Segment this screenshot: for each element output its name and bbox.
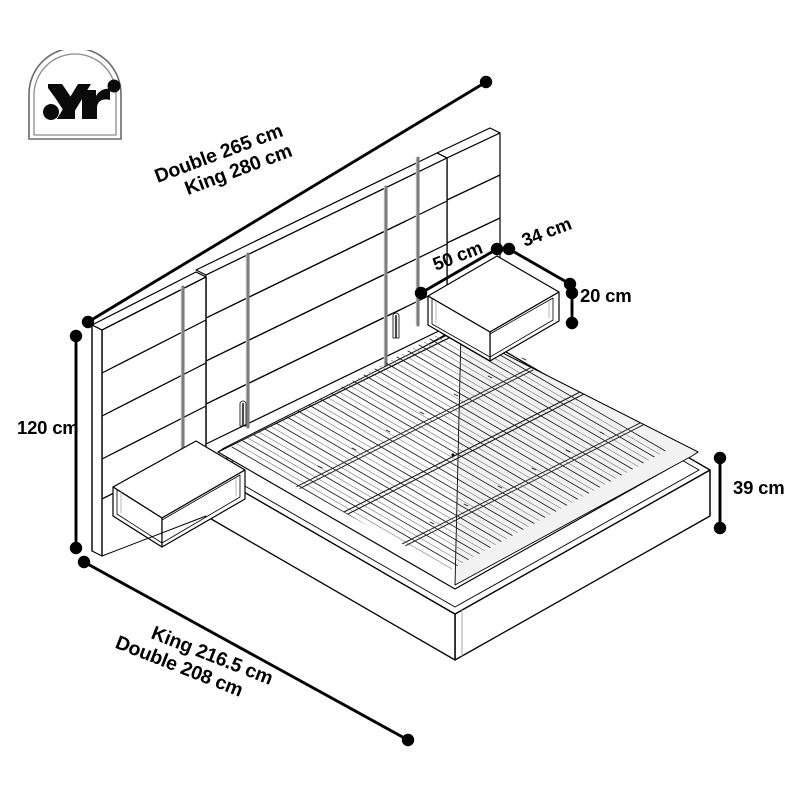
dimline-nightstand-height [565,286,579,330]
label-nightstand-height: 20 cm [580,285,632,306]
nightstand-left [112,440,246,548]
mattress-brackets-outline [239,312,400,427]
dimline-headboard-height [69,329,83,555]
nightstand-right [427,255,560,362]
slat-base [217,326,699,590]
xr-logo [28,50,122,140]
label-headboard-height: 120 cm [17,417,79,438]
dimline-nightstand-depth [502,242,577,291]
dimline-frame-height [713,451,727,535]
mattress-brackets [241,314,398,427]
label-frame-height: 39 cm [733,477,785,498]
dimline-overall-length [77,555,415,747]
dimline-overall-width [81,75,493,329]
dimline-nightstand-width [414,242,504,300]
headboard-left-panel [91,271,207,557]
xr-wordmark [43,79,121,120]
